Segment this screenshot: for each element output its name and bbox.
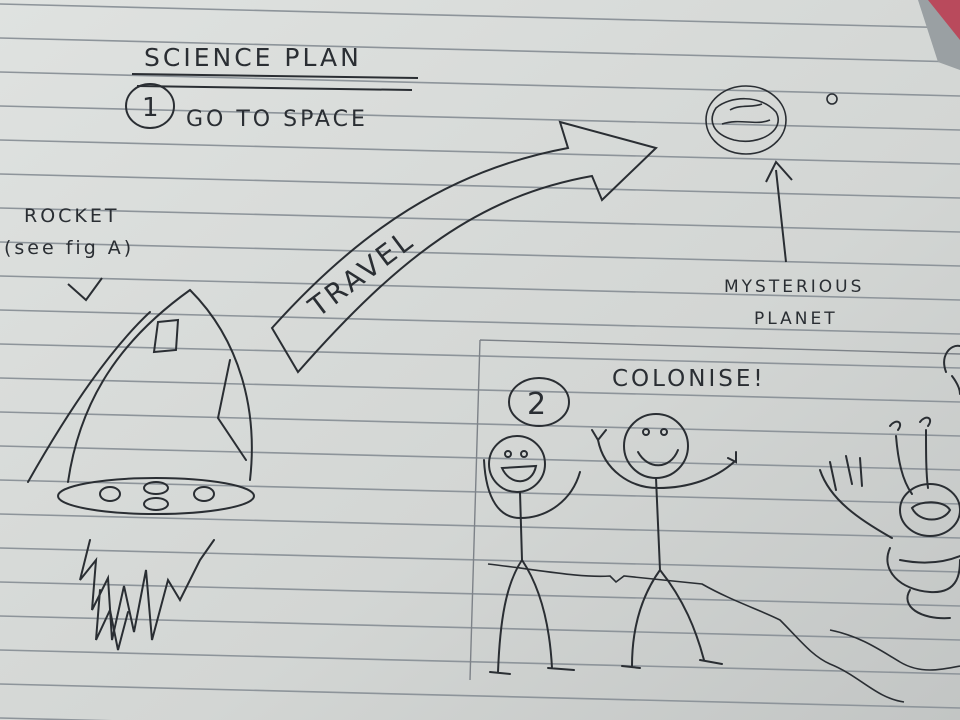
rocket-drawing <box>27 288 255 651</box>
title-underline <box>131 73 419 91</box>
chevron-down-icon <box>67 277 103 302</box>
figure-head <box>488 435 546 493</box>
pen-icon <box>918 0 960 70</box>
page-title: SCIENCE PLAN <box>131 43 419 91</box>
title-text: SCIENCE PLAN <box>144 43 362 72</box>
ruled-line <box>0 71 960 97</box>
colonise-panel-frame <box>469 339 960 681</box>
ruled-line <box>0 649 960 675</box>
ruled-line <box>0 241 960 267</box>
arrow-shape <box>270 120 658 374</box>
rocket-window <box>152 318 180 354</box>
figure-eye <box>642 428 650 436</box>
ruled-line <box>0 581 960 607</box>
rocket-left-fin <box>27 311 151 483</box>
step-1-circle <box>125 83 175 129</box>
ground-line <box>829 629 960 671</box>
ruled-line <box>0 547 960 573</box>
alien-antenna-tips <box>889 416 932 431</box>
planet-label: MYSTERIOUS PLANET <box>724 277 864 329</box>
alien-tail <box>906 589 951 620</box>
figure-arms <box>483 459 581 520</box>
rocket-base <box>57 477 255 515</box>
rocket-label: ROCKET (see fig A) <box>4 205 134 302</box>
ruled-line <box>0 615 960 641</box>
rocket-label-line1: ROCKET <box>24 205 120 227</box>
planet-surface <box>711 98 779 143</box>
step-1-number: 1 <box>142 93 162 123</box>
alien-drawing <box>819 344 960 620</box>
ruled-line <box>0 275 960 301</box>
alien-head <box>899 483 960 537</box>
step-2-number: 2 <box>527 387 549 422</box>
ruled-line <box>0 513 960 539</box>
figure-arms <box>591 429 737 490</box>
figure-eye <box>660 428 668 436</box>
moon-icon <box>826 93 838 105</box>
figure-mouth <box>637 449 679 467</box>
rocket-engine <box>99 486 121 502</box>
ruled-line <box>0 445 960 471</box>
ruled-line <box>0 37 960 63</box>
step-1: 1 GO TO SPACE <box>125 83 368 132</box>
rocket-exhaust <box>79 539 215 641</box>
figure-eye <box>520 450 528 458</box>
arrow-up-icon <box>765 160 793 263</box>
step-2-text: COLONISE! <box>612 366 766 392</box>
planet-circle <box>705 85 787 155</box>
planet-label-line1: MYSTERIOUS <box>724 277 864 297</box>
rocket-right-fin <box>216 359 247 461</box>
step-2: 2 COLONISE! <box>508 366 766 427</box>
alien-arm <box>819 455 893 539</box>
rocket-exhaust <box>95 589 129 651</box>
planet-label-line2: PLANET <box>754 309 838 329</box>
figure-body <box>489 491 575 675</box>
figure-body <box>621 477 723 669</box>
ruled-line <box>0 479 960 505</box>
rocket-engine <box>193 486 215 502</box>
ruled-line <box>0 411 960 437</box>
ruled-line <box>0 139 960 165</box>
rocket-label-line2: (see fig A) <box>4 237 134 259</box>
ruled-line <box>0 3 960 29</box>
figure-mouth <box>500 464 538 483</box>
ruled-line <box>0 207 960 233</box>
alien-body <box>886 547 960 594</box>
ground-line <box>487 563 905 703</box>
planet <box>705 85 838 263</box>
alien-eye <box>910 501 952 521</box>
stick-figure <box>591 413 737 669</box>
rocket-engine <box>143 481 169 495</box>
step-1-text: GO TO SPACE <box>186 107 368 132</box>
ruled-line <box>0 173 960 199</box>
ruled-line <box>0 683 960 709</box>
figure-eye <box>504 450 512 458</box>
ruled-line <box>0 377 960 403</box>
step-2-circle <box>508 377 570 427</box>
rocket-body <box>67 288 253 483</box>
ruled-line <box>0 105 960 131</box>
stick-figure <box>483 435 581 675</box>
rocket-engine <box>143 497 169 511</box>
